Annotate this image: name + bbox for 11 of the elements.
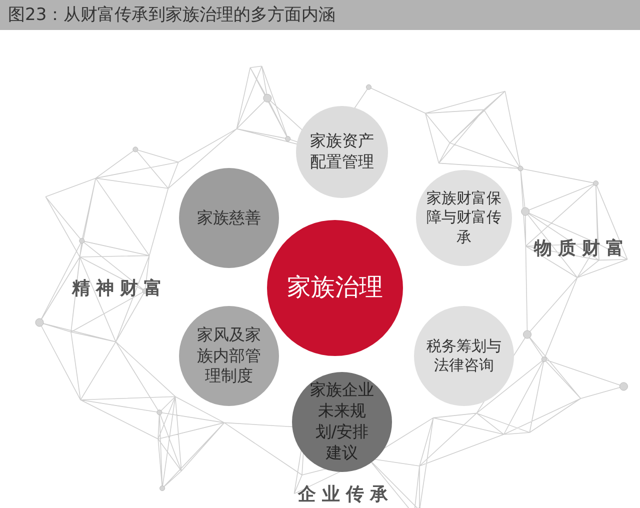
circle-label: 家族慈善 — [197, 208, 261, 228]
category-label: 物质财富 — [534, 237, 630, 260]
category-label: 企业传承 — [298, 483, 394, 506]
title: 图23：从财富传承到家族治理的多方面内涵 — [0, 0, 640, 30]
circle-label: 家族资产配置管理 — [310, 131, 374, 173]
circle-label: 税务筹划与法律咨询 — [426, 336, 502, 376]
category-label: 精神财富 — [72, 277, 168, 300]
circle-label: 家族治理 — [287, 272, 383, 304]
circle-label: 家风及家族内部管理制度 — [197, 324, 261, 388]
circle-label: 家族企业未来规划/安排建议 — [310, 380, 374, 464]
circle-label: 家族财富保障与财富传承 — [426, 188, 502, 248]
